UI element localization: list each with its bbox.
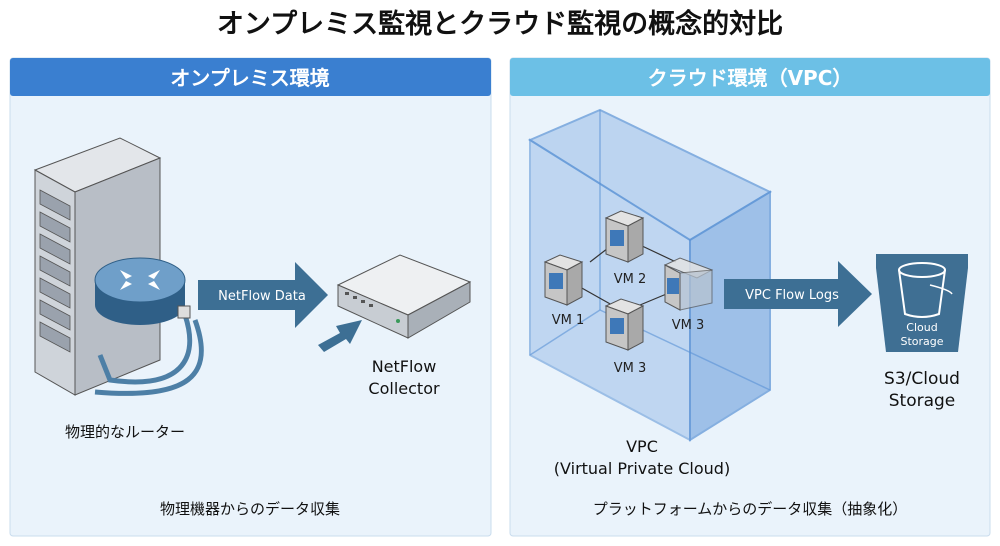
storage-bucket-icon: Cloud Storage [876,254,968,352]
diagram-title: オンプレミス監視とクラウド監視の概念的対比 [217,8,783,40]
storage-label-1: S3/Cloud [884,369,960,389]
cloud-header: クラウド環境（VPC） [648,66,853,90]
vm-3-right: VM 3 [663,257,714,333]
vpc-flow-logs-arrow: VPC Flow Logs [724,261,872,327]
onprem-footer: 物理機器からのデータ収集 [160,500,340,518]
collector-label-1: NetFlow [372,357,437,376]
onprem-panel: オンプレミス環境 物理的なルーター [9,57,492,537]
cloud-footer: プラットフォームからのデータ収集（抽象化） [593,500,908,518]
router-label: 物理的なルーター [65,423,185,441]
cloud-panel: クラウド環境（VPC） VM 1 [509,57,991,537]
netflow-arrow-label: NetFlow Data [218,289,306,304]
router-icon [94,257,191,325]
vpc-label-2: (Virtual Private Cloud) [554,459,730,478]
storage-label-2: Storage [889,391,956,411]
vm-3-bottom: VM 3 [604,298,647,376]
vm-3-right-label: VM 3 [672,318,705,333]
vm-2: VM 2 [604,210,647,287]
vm-1-label: VM 1 [552,313,585,328]
netflow-arrow: NetFlow Data [198,262,328,328]
vm-1: VM 1 [543,254,585,328]
vpc-label-1: VPC [626,437,658,456]
bucket-text-1: Cloud [906,321,937,334]
cloud-header-bar [510,58,990,96]
vm-2-label: VM 2 [614,272,647,287]
onprem-header-bar [10,58,491,96]
collector-input-arrow [318,320,362,352]
bucket-text-2: Storage [900,335,943,348]
server-rack-icon [33,137,162,396]
vpc-flow-logs-label: VPC Flow Logs [745,288,839,303]
vpc-cube-icon [527,108,773,442]
vm-3-bottom-label: VM 3 [614,361,647,376]
collector-appliance-icon [336,254,472,339]
onprem-header: オンプレミス環境 [170,66,329,90]
collector-label-2: Collector [368,379,440,398]
